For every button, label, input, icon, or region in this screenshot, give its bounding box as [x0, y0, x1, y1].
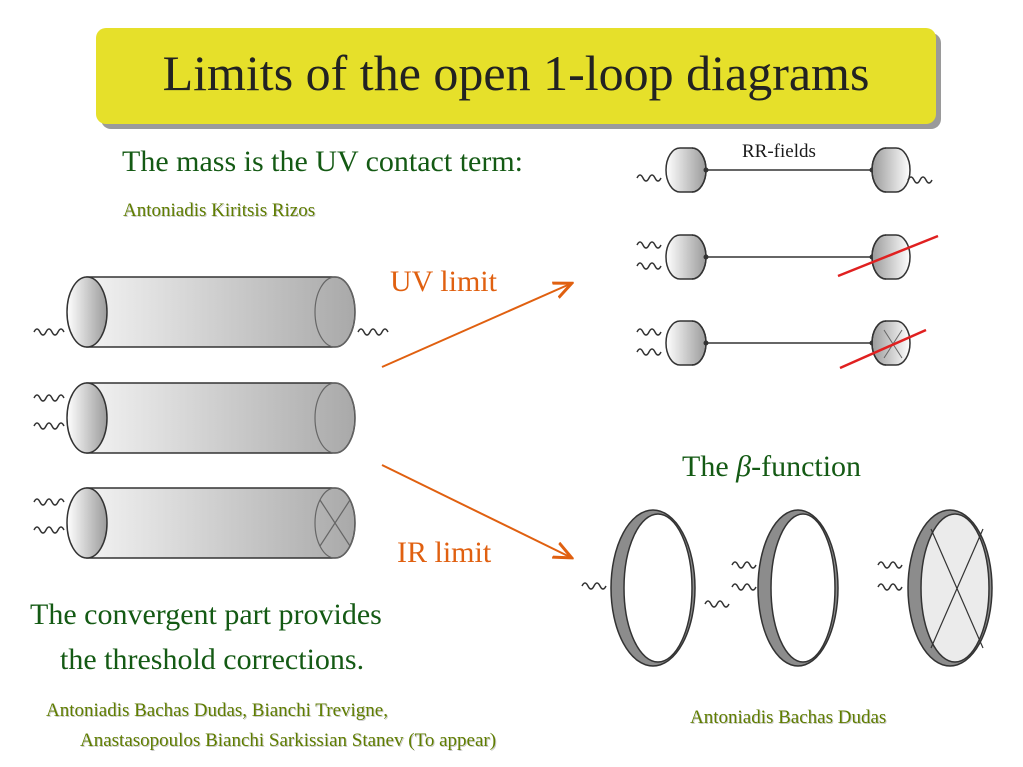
- convergent-line-2: the threshold corrections.: [60, 643, 365, 676]
- bottom-citation-line-1: Antoniadis Bachas Dudas, Bianchi Trevign…: [46, 700, 388, 721]
- wavy-line: [704, 600, 730, 608]
- right-wavy-line: [357, 328, 389, 336]
- beta-suffix: -function: [751, 450, 862, 483]
- ir-ring-crosscap: [877, 509, 993, 667]
- wavy-line: [731, 583, 757, 591]
- left-wavy-line: [33, 328, 65, 336]
- wavy-line: [636, 174, 662, 182]
- wavy-line: [636, 328, 662, 336]
- rr-fields-label: RR-fields: [742, 141, 816, 162]
- convergent-line-1: The convergent part provides: [30, 598, 382, 631]
- wavy-line-lower: [33, 526, 65, 534]
- ir-ring-annulus: [581, 509, 730, 667]
- wavy-line-upper: [33, 394, 65, 402]
- uv-arrow: [381, 284, 570, 368]
- beta-function-label: The β-function: [682, 450, 861, 484]
- wavy-line: [907, 176, 933, 184]
- wavy-line-upper: [33, 498, 65, 506]
- wavy-line: [581, 582, 607, 590]
- title-banner: Limits of the open 1-loop diagrams: [96, 28, 936, 124]
- uv-diagram-annulus: [636, 147, 933, 193]
- mass-text: The mass is the UV contact term:: [122, 145, 524, 178]
- bottom-citation-line-2: Anastasopoulos Bianchi Sarkissian Stanev…: [80, 730, 497, 751]
- uv-diagram-klein: [636, 320, 927, 370]
- mass-citation: Antoniadis Kiritsis Rizos: [123, 200, 316, 221]
- wavy-line-lower: [33, 422, 65, 430]
- wavy-line: [877, 561, 903, 569]
- wavy-line: [636, 348, 662, 356]
- crosscap-cylinder: [33, 487, 356, 559]
- wavy-line: [731, 561, 757, 569]
- wavy-line: [636, 262, 662, 270]
- slide-title: Limits of the open 1-loop diagrams: [162, 45, 870, 101]
- beta-prefix: The: [682, 450, 737, 483]
- red-cross-out: [839, 328, 927, 370]
- ir-ring-mobius: [731, 509, 839, 667]
- ir-limit-label: IR limit: [397, 536, 492, 569]
- beta-symbol: β: [736, 450, 752, 483]
- ir-arrow: [381, 464, 570, 557]
- wavy-line: [877, 583, 903, 591]
- wavy-line: [636, 241, 662, 249]
- mobius-cylinder: [33, 382, 356, 454]
- uv-diagram-mobius: [636, 234, 939, 280]
- uv-limit-label: UV limit: [390, 265, 497, 298]
- red-cross-out: [837, 234, 939, 278]
- annulus-cylinder: [33, 276, 389, 348]
- beta-citation: Antoniadis Bachas Dudas: [690, 707, 887, 728]
